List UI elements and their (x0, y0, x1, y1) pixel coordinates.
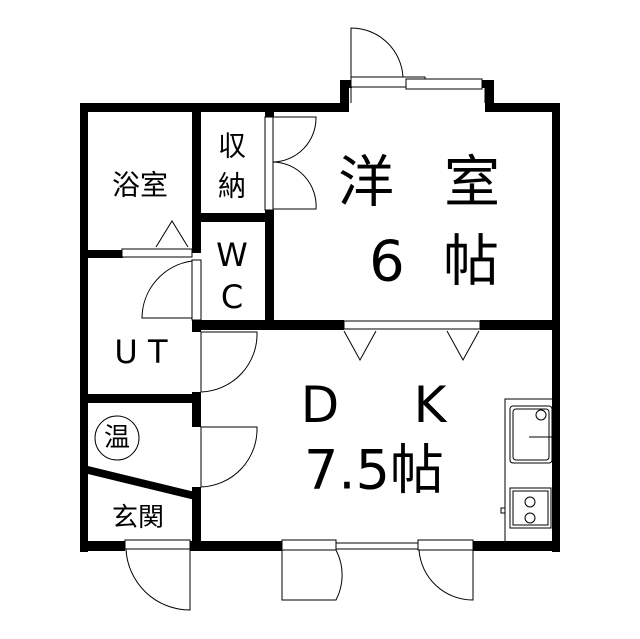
sliding-door-western-dk[interactable] (343, 320, 481, 362)
stove-icon (509, 487, 552, 529)
kitchen-counter (500, 398, 554, 543)
wc-label-top: W (216, 236, 248, 274)
sink-icon (509, 405, 553, 464)
dk-label-b: K (414, 376, 448, 434)
storage-folding-door[interactable] (264, 116, 317, 211)
entrance-label: 玄関 (112, 503, 164, 533)
dk-balcony-doors[interactable] (281, 539, 474, 601)
ut-door[interactable] (200, 331, 258, 393)
western-room-size-unit: 帖 (443, 230, 499, 295)
entrance-door[interactable] (124, 539, 191, 611)
bath-door[interactable] (121, 220, 193, 258)
dk-label-a: D (301, 376, 340, 434)
wc-door[interactable] (141, 259, 202, 321)
western-room-label-a: 洋 (338, 151, 394, 216)
western-room-label-b: 室 (444, 151, 500, 216)
utility-closet-door[interactable] (200, 426, 258, 488)
water-heater-label: 温 (104, 423, 130, 453)
storage-label-top: 収 (218, 130, 246, 163)
western-room-size-number: 6 (369, 230, 405, 295)
balcony-door[interactable] (350, 27, 486, 103)
ut-label: U T (114, 333, 168, 371)
storage-label-bottom: 納 (218, 170, 246, 203)
wc-label-bottom: C (221, 278, 243, 316)
water-heater-icon (94, 415, 140, 461)
dk-size: 7.5帖 (304, 439, 444, 502)
bathroom-label: 浴室 (112, 169, 168, 202)
interior-walls (80, 103, 560, 545)
